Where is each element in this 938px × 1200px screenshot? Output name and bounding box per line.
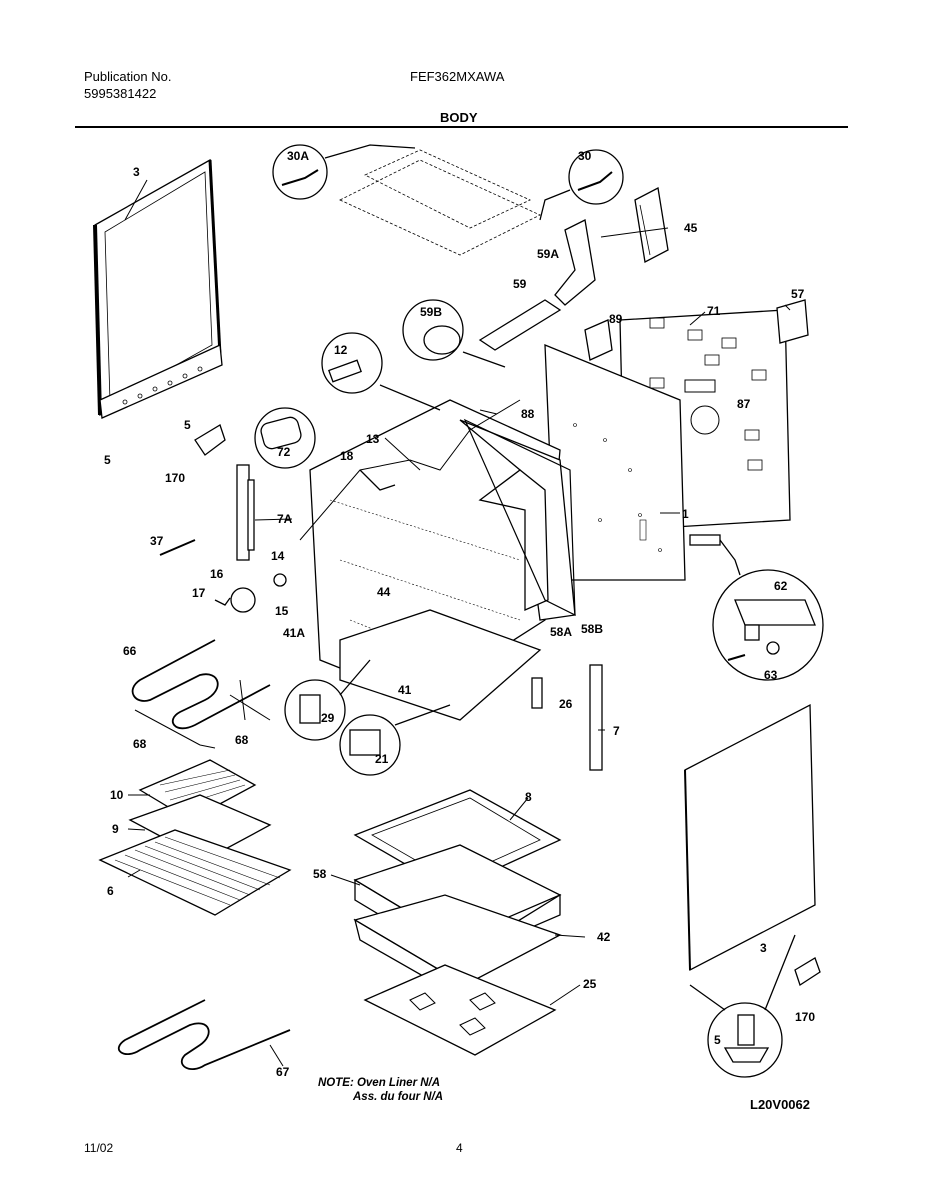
part-label-59: 59	[513, 277, 527, 291]
model-number: FEF362MXAWA	[410, 69, 505, 84]
diagram-code: L20V0062	[750, 1097, 810, 1112]
side-panel-right	[684, 703, 816, 972]
bracket-170-right	[794, 957, 821, 987]
part-label-71: 71	[707, 304, 721, 318]
part-label-44: 44	[377, 585, 391, 599]
back-panel-vents	[649, 317, 767, 471]
part-label-15: 15	[275, 604, 289, 618]
oven-rack-6	[98, 829, 292, 916]
publication-label: Publication No.	[84, 69, 172, 84]
hinge-7a	[236, 464, 250, 561]
element-66	[131, 639, 271, 730]
publication-number: 5995381422	[84, 86, 157, 101]
part-label-25: 25	[583, 977, 597, 991]
duct-59	[478, 299, 562, 351]
note-line-1: NOTE: Oven Liner N/A	[318, 1077, 441, 1089]
part-26	[531, 677, 543, 709]
callout-30a	[272, 144, 328, 200]
side-panel-left	[93, 158, 223, 419]
footer-date: 11/02	[84, 1141, 114, 1155]
part-label-7a: 7A	[277, 512, 293, 526]
oven-cavity	[309, 399, 576, 701]
part-label-58a: 58A	[550, 625, 572, 639]
part-label-59a: 59A	[537, 247, 559, 261]
part-label-68-left: 68	[133, 737, 147, 751]
part-label-59b: 59B	[420, 305, 442, 319]
part-label-29: 29	[321, 711, 335, 725]
part-label-42: 42	[597, 930, 611, 944]
part-label-1: 1	[682, 507, 689, 521]
top-frame-outline	[339, 149, 541, 256]
part-label-5-top: 5	[184, 418, 191, 432]
tray-25	[363, 964, 557, 1056]
part-label-18: 18	[340, 449, 354, 463]
element-67	[118, 999, 291, 1070]
part-label-67: 67	[276, 1065, 290, 1079]
part-label-5-leg: 5	[714, 1033, 721, 1047]
bracket-170-left	[194, 424, 226, 456]
lamp-16	[230, 587, 256, 613]
part-label-66: 66	[123, 644, 137, 658]
part-label-170-right: 170	[795, 1010, 815, 1024]
part-label-21: 21	[375, 752, 389, 766]
part-label-7: 7	[613, 724, 620, 738]
part-37	[159, 539, 196, 556]
part-label-17: 17	[192, 586, 206, 600]
part-label-10: 10	[110, 788, 124, 802]
part-label-5-left: 5	[104, 453, 111, 467]
part-label-63: 63	[764, 668, 778, 682]
part-label-45: 45	[684, 221, 698, 235]
part-label-41a: 41A	[283, 626, 305, 640]
part-label-89: 89	[609, 312, 623, 326]
part-label-57: 57	[791, 287, 805, 301]
part-label-3-right: 3	[760, 941, 767, 955]
page-number: 4	[456, 1141, 463, 1155]
bracket-45	[634, 187, 669, 263]
part-label-30: 30	[578, 149, 592, 163]
part-label-37: 37	[150, 534, 164, 548]
part-label-14: 14	[271, 549, 285, 563]
part-label-8: 8	[525, 790, 532, 804]
part-label-41: 41	[398, 683, 412, 697]
header-rule	[75, 126, 848, 128]
part-label-6: 6	[107, 884, 114, 898]
part-label-170-left: 170	[165, 471, 185, 485]
part-label-62: 62	[774, 579, 788, 593]
part-label-26: 26	[559, 697, 573, 711]
section-title: BODY	[440, 110, 478, 125]
note-line-2: Ass. du four N/A	[353, 1091, 444, 1103]
part-label-58b: 58B	[581, 622, 603, 636]
plate-57	[776, 299, 809, 344]
part-label-3: 3	[133, 165, 140, 179]
part-14	[273, 573, 287, 587]
part-label-68-right: 68	[235, 733, 249, 747]
part-label-12: 12	[334, 343, 348, 357]
part-label-72: 72	[277, 445, 291, 459]
part-label-9: 9	[112, 822, 119, 836]
wire-harness	[299, 399, 521, 541]
callout-30	[568, 149, 624, 205]
part-label-13: 13	[366, 432, 380, 446]
bracket-89	[584, 319, 613, 361]
part-label-87: 87	[737, 397, 751, 411]
hinge-7	[589, 664, 603, 771]
oven-lower-section	[339, 609, 542, 721]
part-label-30a: 30A	[287, 149, 309, 163]
part-label-16: 16	[210, 567, 224, 581]
part-label-88: 88	[521, 407, 535, 421]
part-label-58: 58	[313, 867, 327, 881]
duct-59a	[554, 219, 596, 306]
